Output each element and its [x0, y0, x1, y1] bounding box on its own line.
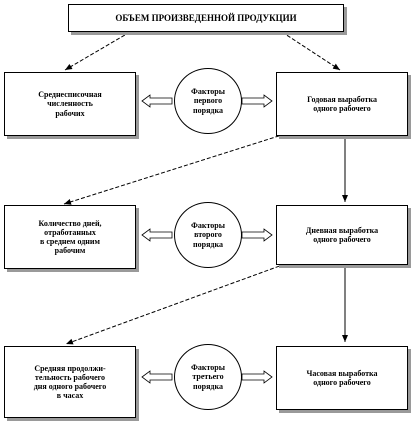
hollow-arrow-right-1 — [241, 94, 273, 108]
factors-third-order-label: Факторы третьего порядка — [191, 363, 225, 391]
connector-title-to-left — [64, 31, 131, 71]
box-workday-length: Средняя продолжи- тельность рабочего дня… — [4, 346, 136, 418]
factors-second-order-label: Факторы второго порядка — [191, 221, 225, 249]
factors-first-order: Факторы первого порядка — [174, 68, 242, 134]
hollow-arrow-left-2 — [141, 228, 173, 242]
connector-year-to-days-count — [63, 133, 286, 205]
box-hourly-output: Часовая выработка одного рабочего — [276, 346, 408, 410]
box-workday-length-label: Средняя продолжи- тельность рабочего дня… — [33, 363, 107, 401]
box-hourly-output-label: Часовая выработка одного рабочего — [306, 368, 378, 387]
diagram-title: ОБЪЕМ ПРОИЗВЕДЕННОЙ ПРОДУКЦИИ — [115, 12, 297, 23]
connector-title-to-right — [281, 31, 341, 71]
box-workers-count: Среднесписочная численность рабочих — [4, 72, 136, 136]
box-daily-output: Дневная выработка одного рабочего — [276, 205, 408, 265]
hollow-arrow-right-2 — [241, 228, 273, 242]
box-annual-output-label: Годовая выработка одного рабочего — [307, 94, 377, 113]
factors-first-order-label: Факторы первого порядка — [191, 87, 225, 115]
factors-second-order: Факторы второго порядка — [174, 202, 242, 268]
hollow-arrow-left-3 — [141, 370, 173, 384]
factors-third-order: Факторы третьего порядка — [174, 344, 242, 410]
box-annual-output: Годовая выработка одного рабочего — [276, 72, 408, 136]
box-days-worked: Количество дней, отработанных в среднем … — [4, 205, 136, 269]
box-days-worked-label: Количество дней, отработанных в среднем … — [38, 218, 102, 256]
box-daily-output-label: Дневная выработка одного рабочего — [305, 225, 379, 244]
title-box: ОБЪЕМ ПРОИЗВЕДЕННОЙ ПРОДУКЦИИ — [68, 4, 344, 32]
hollow-arrow-left-1 — [141, 94, 173, 108]
box-workers-count-label: Среднесписочная численность рабочих — [38, 90, 102, 118]
hollow-arrow-right-3 — [241, 370, 273, 384]
connector-day-to-hours-length — [65, 263, 286, 345]
